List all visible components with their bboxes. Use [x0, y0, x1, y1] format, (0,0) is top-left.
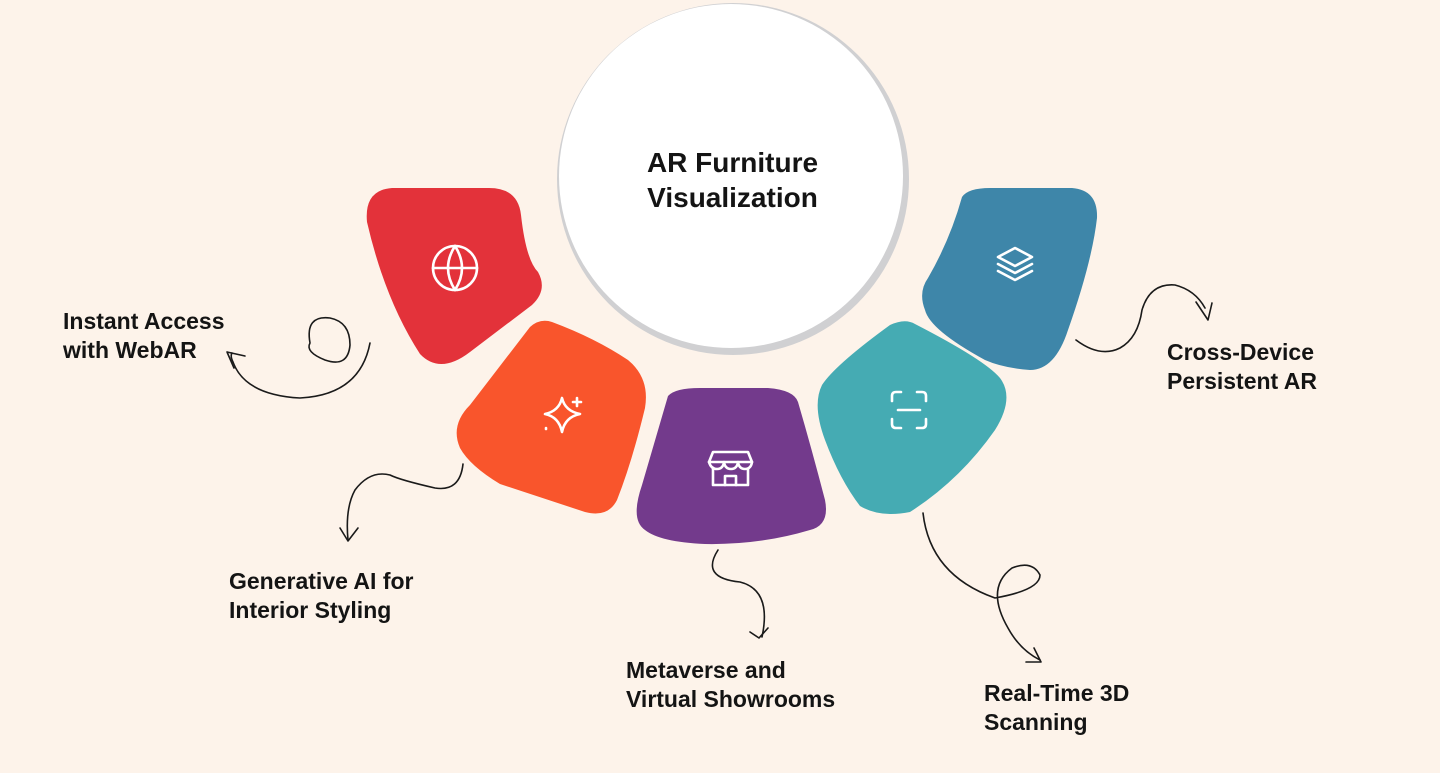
segment-3d-scanning-shape: [817, 321, 1007, 514]
label-generative-ai-line-1: Generative AI for: [229, 568, 414, 594]
segment-3d-scanning: [817, 321, 1007, 514]
label-webar-line-1: Instant Access: [63, 308, 225, 334]
label-3d-scanning: Real-Time 3D Scanning: [984, 679, 1129, 737]
connector-metaverse: [711, 549, 769, 639]
connector-cross-device: [1075, 284, 1213, 353]
center-hub: [557, 3, 909, 355]
segment-webar: [366, 188, 542, 365]
label-cross-device-line-1: Cross-Device: [1167, 339, 1315, 365]
segment-webar-shape: [366, 188, 542, 365]
segment-cross-device: [922, 188, 1098, 370]
label-cross-device-line-2: Persistent AR: [1167, 368, 1317, 394]
label-cross-device: Cross-Device Persistent AR: [1167, 338, 1317, 396]
center-title-line-2: Visualization: [647, 182, 818, 213]
label-generative-ai: Generative AI for Interior Styling: [229, 567, 413, 625]
connector-generative-ai: [339, 463, 464, 542]
label-webar: Instant Access with WebAR: [63, 307, 225, 365]
label-metaverse: Metaverse and Virtual Showrooms: [626, 656, 835, 714]
connector-webar: [226, 316, 371, 399]
segment-metaverse-shape: [636, 388, 826, 545]
center-title: AR Furniture Visualization: [560, 145, 905, 215]
layers-icon: [996, 246, 1034, 282]
label-webar-line-2: with WebAR: [63, 337, 197, 363]
center-title-line-1: AR Furniture: [646, 147, 819, 178]
label-3d-scanning-line-2: Scanning: [984, 709, 1088, 735]
globe-icon: [431, 244, 479, 292]
storefront-icon: [707, 450, 754, 487]
label-3d-scanning-line-1: Real-Time 3D: [984, 680, 1130, 706]
sparkles-icon: [543, 396, 583, 434]
label-metaverse-line-1: Metaverse and: [626, 657, 786, 683]
scan-icon: [890, 390, 928, 430]
segment-metaverse: [636, 388, 826, 545]
connector-3d-scanning: [922, 512, 1042, 663]
label-metaverse-line-2: Virtual Showrooms: [626, 686, 836, 712]
segment-generative-ai: [456, 320, 646, 514]
label-generative-ai-line-2: Interior Styling: [229, 597, 392, 623]
segment-cross-device-shape: [922, 188, 1098, 370]
